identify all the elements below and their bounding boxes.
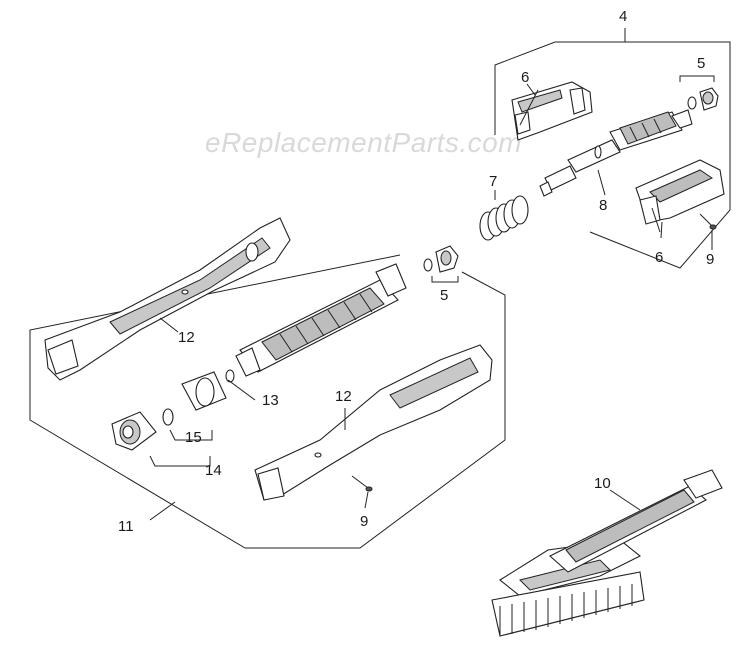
assembly-11-bracket <box>29 254 506 549</box>
callout-5-mid: 5 <box>440 287 448 304</box>
callout-4: 4 <box>619 8 627 25</box>
callout-6-top: 6 <box>521 69 529 86</box>
part-5-mid-fittings <box>423 245 459 273</box>
callout-bracket-15 <box>169 429 213 441</box>
assembly-4-bracket <box>494 28 731 269</box>
callout-9-bottom: 9 <box>360 513 368 530</box>
callout-5-top: 5 <box>697 55 705 72</box>
part-9-screw-right <box>699 213 717 230</box>
part-12-handle-half-mid <box>254 344 493 501</box>
watermark-text: eReplacementParts.com <box>205 127 522 158</box>
callout-11: 11 <box>118 518 134 535</box>
callout-14: 14 <box>205 462 222 479</box>
leader-lines <box>159 83 713 511</box>
part-6-bottom-sleeve <box>635 159 725 233</box>
callout-13: 13 <box>262 392 279 409</box>
callout-7: 7 <box>489 173 497 190</box>
callout-8: 8 <box>599 197 607 214</box>
part-14-nut <box>111 411 157 451</box>
callout-bracket-14 <box>149 455 211 467</box>
part-7-spring <box>479 190 529 241</box>
callout-6-bottom: 6 <box>655 249 663 266</box>
part-15-o-ring <box>162 408 174 426</box>
part-13-connector <box>181 369 235 411</box>
callout-9-right: 9 <box>706 251 714 268</box>
callout-bracket-5-top <box>679 75 715 82</box>
callout-12-mid: 12 <box>335 388 352 405</box>
part-6-top-sleeve <box>511 81 593 141</box>
callout-12-left: 12 <box>178 329 195 346</box>
part-10-brush <box>491 469 723 637</box>
part-8-shaft <box>539 109 693 197</box>
part-13-grip-tube <box>235 263 407 377</box>
callout-15: 15 <box>185 429 202 446</box>
callout-line-13 <box>227 379 256 401</box>
part-5-top-fittings <box>687 87 719 111</box>
callout-bracket-5-mid <box>431 276 459 283</box>
part-12-handle-half-left <box>44 217 291 381</box>
callout-10: 10 <box>594 475 611 492</box>
part-9-screw-bottom <box>351 475 373 492</box>
